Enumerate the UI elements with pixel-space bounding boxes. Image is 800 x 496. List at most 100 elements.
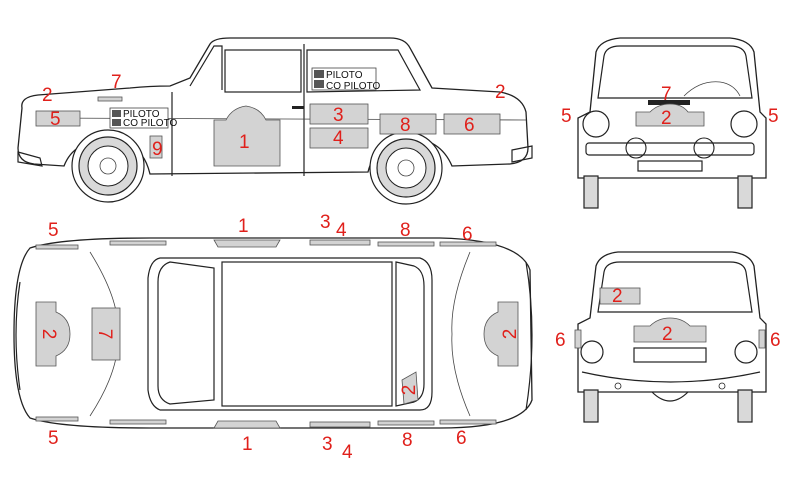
side-name-strip-rear: PILOTO CO PILOTO — [311, 67, 380, 92]
side-front-bumper — [17, 151, 43, 167]
side-windshield — [189, 45, 223, 90]
side-decal-4 — [309, 127, 369, 149]
side-view: PILOTO CO PILOTO PILOTO CO PILOTO 2 7 5 … — [17, 37, 533, 205]
side-num-6: 6 — [464, 115, 475, 136]
side-num-8: 8 — [400, 115, 411, 136]
top-windshield — [157, 261, 215, 405]
side-rear-piloto-label: PILOTO — [326, 70, 363, 81]
side-num-7: 7 — [111, 72, 122, 93]
top-strip-34-top — [309, 239, 371, 246]
rear-side-decal-right — [758, 329, 766, 349]
side-piloto-label: PILOTO — [123, 109, 160, 120]
rear-decal-2 — [633, 317, 707, 343]
top-strip-a-top — [109, 240, 167, 246]
side-rear-bumper — [511, 145, 533, 163]
top-num-6-top: 6 — [462, 224, 473, 245]
side-num-3: 3 — [333, 105, 344, 126]
front-grille — [585, 142, 755, 156]
rear-plate — [633, 347, 707, 363]
side-num-2-front: 2 — [42, 85, 53, 106]
front-num-5-left: 5 — [561, 106, 572, 127]
top-strip-5-bottom — [35, 416, 79, 422]
rear-window-decal-2 — [599, 287, 641, 305]
side-num-5: 5 — [50, 109, 61, 130]
front-headlight-right — [730, 110, 758, 138]
front-wheel-left — [583, 175, 599, 209]
top-num-1-bottom: 1 — [242, 434, 253, 455]
rear-num-6-right: 6 — [770, 330, 781, 351]
top-strip-6-bottom — [439, 419, 497, 425]
top-front-bumper — [15, 281, 21, 391]
side-rear-window — [306, 49, 422, 93]
top-num-3-top: 3 — [320, 212, 331, 233]
top-num-6-bottom: 6 — [456, 428, 467, 449]
top-rear-bumper — [525, 261, 533, 411]
side-decal-7 — [97, 96, 123, 102]
rear-num-2-window: 2 — [612, 286, 623, 307]
front-view: 5 5 7 2 — [561, 37, 779, 209]
top-num-3-bottom: 3 — [322, 434, 333, 455]
top-num-2-window: 2 — [399, 385, 420, 396]
top-num-8-top: 8 — [400, 220, 411, 241]
side-name-strip-front: PILOTO CO PILOTO — [109, 107, 177, 129]
top-decal-7-hood — [91, 307, 121, 361]
front-num-5-right: 5 — [768, 106, 779, 127]
front-headlight-left — [582, 110, 610, 138]
top-strip-8-bottom — [377, 420, 435, 426]
top-cabin-outline — [147, 257, 433, 411]
top-strip-6-top — [439, 241, 497, 247]
top-decal-2-trunk — [483, 301, 519, 367]
front-windshield — [597, 45, 753, 99]
top-num-8-bottom: 8 — [402, 430, 413, 451]
top-roof — [221, 261, 393, 407]
top-strip-a-bottom — [109, 419, 167, 425]
rear-view: 6 6 2 2 — [555, 251, 781, 423]
front-plate — [637, 160, 703, 172]
side-decal-1-plate — [213, 105, 281, 167]
top-decal-2-hood — [35, 301, 71, 367]
side-co-piloto-label: CO PILOTO — [123, 118, 177, 129]
rear-tank — [651, 391, 689, 402]
rear-num-6-left: 6 — [555, 330, 566, 351]
side-num-4: 4 — [333, 128, 344, 149]
top-trunk-crease — [451, 251, 471, 417]
top-num-7-hood: 7 — [94, 329, 115, 340]
top-strip-8-top — [377, 241, 435, 247]
side-num-2-rear: 2 — [495, 82, 506, 103]
rear-reflector-left — [614, 382, 622, 390]
top-num-2-trunk: 2 — [500, 329, 521, 340]
top-num-5-bottom: 5 — [48, 428, 59, 449]
rear-wheel-left — [583, 389, 599, 423]
side-rear-co-piloto-label: CO PILOTO — [326, 81, 380, 92]
side-front-wheel — [71, 129, 145, 203]
top-strip-5-top — [35, 244, 79, 250]
top-strip-34-bottom — [309, 421, 371, 428]
rear-num-2-panel: 2 — [662, 324, 673, 345]
side-decal-5 — [35, 110, 81, 127]
front-decal-7-bar — [648, 100, 690, 105]
rear-bumper — [581, 371, 761, 383]
side-rear-wheel — [369, 131, 443, 205]
front-decal-2 — [635, 103, 705, 127]
top-num-4-bottom: 4 — [342, 442, 353, 463]
front-wheel-right — [737, 175, 753, 209]
top-strip-1-bottom — [213, 420, 281, 429]
side-decal-6 — [443, 113, 501, 135]
top-num-4-top: 4 — [336, 220, 347, 241]
front-wiper — [683, 81, 741, 97]
front-num-7: 7 — [661, 84, 672, 105]
rear-wheel-right — [737, 389, 753, 423]
side-num-9: 9 — [152, 139, 163, 160]
side-decal-9 — [149, 135, 163, 159]
top-strip-1-top — [213, 239, 281, 248]
top-decal-2-window — [401, 371, 419, 405]
side-decal-8 — [379, 113, 437, 135]
top-num-1-top: 1 — [238, 216, 249, 237]
side-door-handle — [292, 106, 304, 109]
side-num-1: 1 — [239, 132, 250, 153]
front-num-2: 2 — [661, 108, 672, 129]
rear-reflector-right — [718, 382, 726, 390]
side-decal-3 — [309, 103, 369, 125]
side-front-window — [224, 49, 302, 93]
top-num-2-hood: 2 — [38, 329, 59, 340]
